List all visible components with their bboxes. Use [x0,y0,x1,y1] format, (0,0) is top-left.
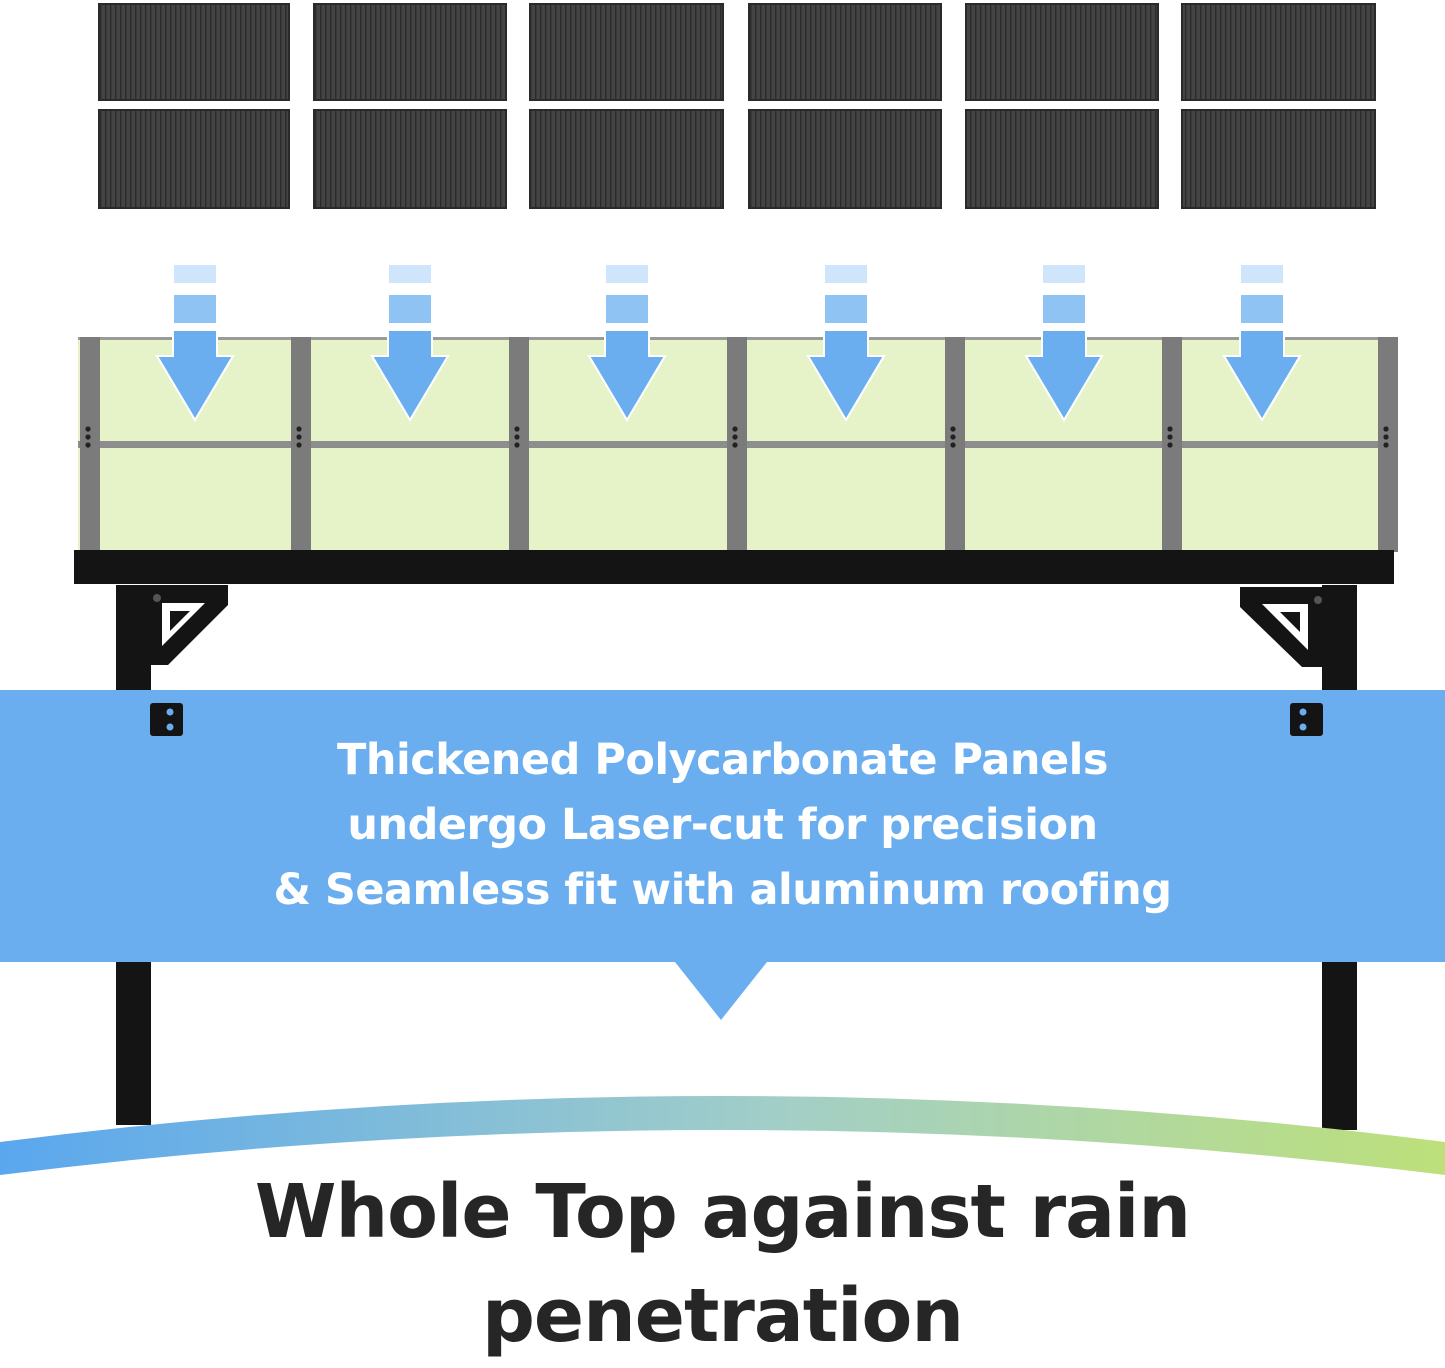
down-arrow-icon [1024,263,1104,422]
loose-panel [313,109,507,209]
loose-panel [1181,3,1376,101]
loose-panel-grid [98,3,1376,209]
loose-panel [98,3,290,101]
post-brackets [150,703,1323,736]
mounted-roof [74,337,1398,584]
down-arrow-icon [806,263,886,422]
roof-bottom-beam [74,550,1394,584]
roof-mullion [945,337,965,566]
roof-mullion [1162,337,1182,566]
loose-panel [965,3,1159,101]
down-arrow-icon [155,263,235,422]
roof-mullion [291,337,311,566]
info-banner-shape [0,690,1445,1020]
roof-mullion [509,337,529,566]
headline-line-1: Whole Top against rain [254,1169,1191,1255]
info-line-1: Thickened Polycarbonate Panels [337,735,1108,785]
right-corner-brace [1240,587,1330,667]
loose-panel [748,3,942,101]
info-banner-background [0,690,1445,962]
down-arrow-icon [587,263,667,422]
loose-panel [529,109,724,209]
loose-panel [748,109,942,209]
loose-panel [313,3,507,101]
info-banner-text: Thickened Polycarbonate Panels undergo L… [200,728,1245,923]
loose-panel [965,109,1159,209]
loose-panel [98,109,290,209]
roof-mullion [80,337,100,566]
headline: Whole Top against rain penetration [0,1160,1445,1368]
info-line-3: & Seamless fit with aluminum roofing [273,865,1172,915]
info-line-2: undergo Laser-cut for precision [347,800,1098,850]
down-arrow-icon [1222,263,1302,422]
loose-panel [1181,109,1376,209]
down-arrow-icon [370,263,450,422]
roof-mullion [1378,337,1398,566]
info-banner-pointer [675,962,767,1020]
gradient-wave [0,1096,1445,1175]
left-corner-brace [140,585,228,665]
roof-mullions [80,337,1398,566]
loose-panel [529,3,724,101]
down-arrows [155,263,1302,422]
roof-mullion [727,337,747,566]
headline-line-2: penetration [481,1273,964,1359]
